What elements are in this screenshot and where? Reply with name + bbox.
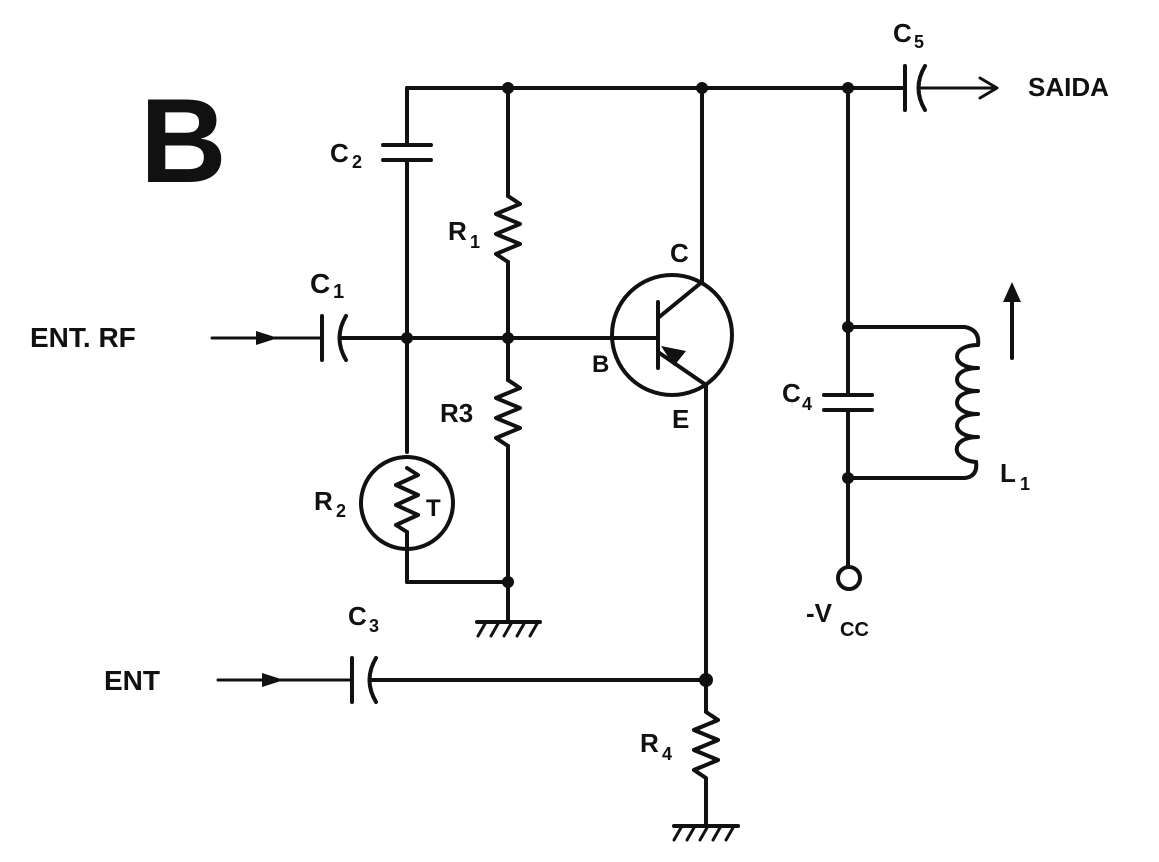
svg-text:C: C [348, 601, 367, 631]
svg-text:C: C [330, 138, 349, 168]
svg-text:CC: CC [840, 619, 869, 641]
label-r1: R 1 [448, 216, 480, 252]
thermistor-r2 [359, 336, 510, 584]
input-ent-wire [216, 673, 352, 687]
label-c1: C 1 [310, 268, 344, 303]
svg-text:4: 4 [662, 744, 672, 764]
label-c2: C 2 [330, 138, 362, 172]
tuning-arrow-icon [1003, 282, 1021, 360]
svg-text:L: L [1000, 458, 1016, 488]
label-vcc: -V CC [806, 598, 869, 641]
tank-wiring [846, 86, 981, 567]
ground-symbol-bias [475, 620, 542, 638]
svg-text:1: 1 [333, 281, 344, 303]
svg-text:1: 1 [470, 232, 480, 252]
svg-text:3: 3 [369, 616, 379, 636]
svg-text:5: 5 [914, 32, 924, 52]
input-rf-wire [210, 331, 322, 345]
label-c3: C 3 [348, 601, 379, 636]
svg-text:C: C [893, 18, 912, 48]
label-r2: R 2 [314, 486, 346, 521]
capacitor-c5 [903, 64, 999, 112]
junction-tank-bottom [842, 472, 854, 484]
panel-label: B [140, 74, 227, 208]
svg-text:R: R [640, 728, 659, 758]
svg-text:2: 2 [336, 501, 346, 521]
svg-text:C: C [782, 378, 801, 408]
label-c4: C 4 [782, 378, 812, 414]
svg-text:4: 4 [802, 394, 812, 414]
label-c5: C 5 [893, 18, 924, 52]
svg-text:R: R [314, 486, 333, 516]
ground-symbol-emitter [672, 824, 740, 842]
svg-text:2: 2 [352, 152, 362, 172]
label-l1: L 1 [1000, 458, 1030, 494]
vcc-terminal [836, 565, 862, 591]
inductor-l1 [954, 343, 980, 464]
junction-base-bias [502, 332, 514, 344]
resistor-r3 [494, 378, 522, 622]
capacitor-c3 [350, 656, 708, 704]
svg-text:R: R [448, 216, 467, 246]
label-r4: R 4 [640, 728, 672, 764]
resistor-r1 [494, 86, 522, 382]
svg-text:1: 1 [1020, 474, 1030, 494]
label-collector: C [670, 238, 689, 268]
svg-text:-V: -V [806, 598, 833, 628]
label-r3: R3 [440, 398, 473, 428]
resistor-r4-zigzag [692, 710, 720, 780]
capacitor-c1 [320, 314, 634, 362]
junction-emitter-c3 [699, 673, 713, 687]
label-base: B [592, 351, 609, 378]
capacitor-c2 [381, 86, 433, 339]
junction-tank-top [842, 321, 854, 333]
input-label-ent-rf: ENT. RF [30, 322, 136, 353]
svg-text:C: C [310, 268, 330, 299]
label-emitter: E [672, 404, 689, 434]
output-label-saida: SAIDA [1028, 72, 1109, 102]
transistor-q1 [610, 86, 734, 827]
input-label-ent: ENT [104, 665, 160, 696]
label-thermistor-t: T [426, 495, 441, 522]
junction-ground-bias [502, 576, 514, 588]
capacitor-c4 [822, 393, 874, 412]
